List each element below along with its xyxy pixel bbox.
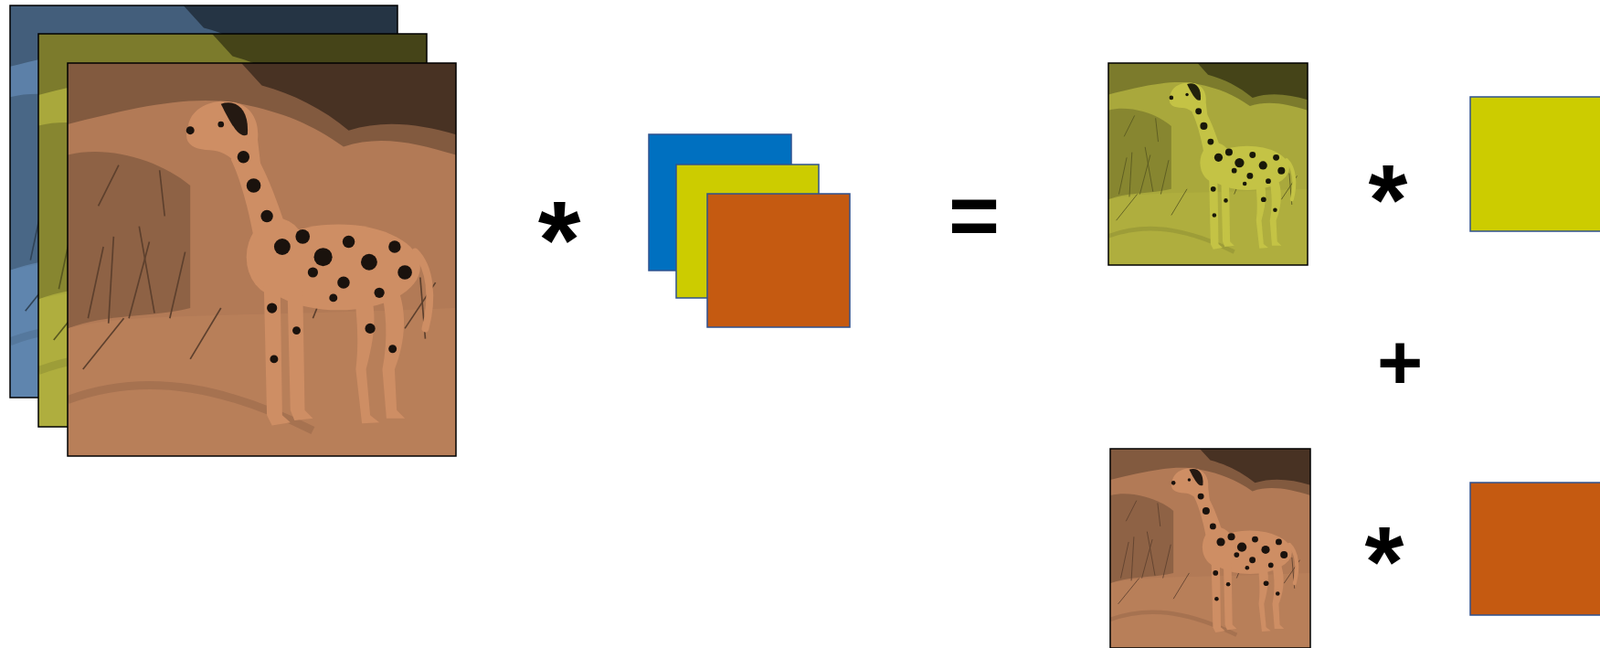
per-channel-images (1108, 63, 1311, 648)
per-channel-kernels (1470, 96, 1600, 615)
convolution-operator: * (1365, 510, 1405, 612)
plus-sign: + (1377, 322, 1423, 402)
channel-images (10, 5, 456, 456)
filter-kernels (648, 134, 850, 328)
convolution-operator: * (1368, 148, 1409, 250)
equals-sign: = (948, 171, 1000, 260)
convolution-operator: * (538, 184, 582, 295)
